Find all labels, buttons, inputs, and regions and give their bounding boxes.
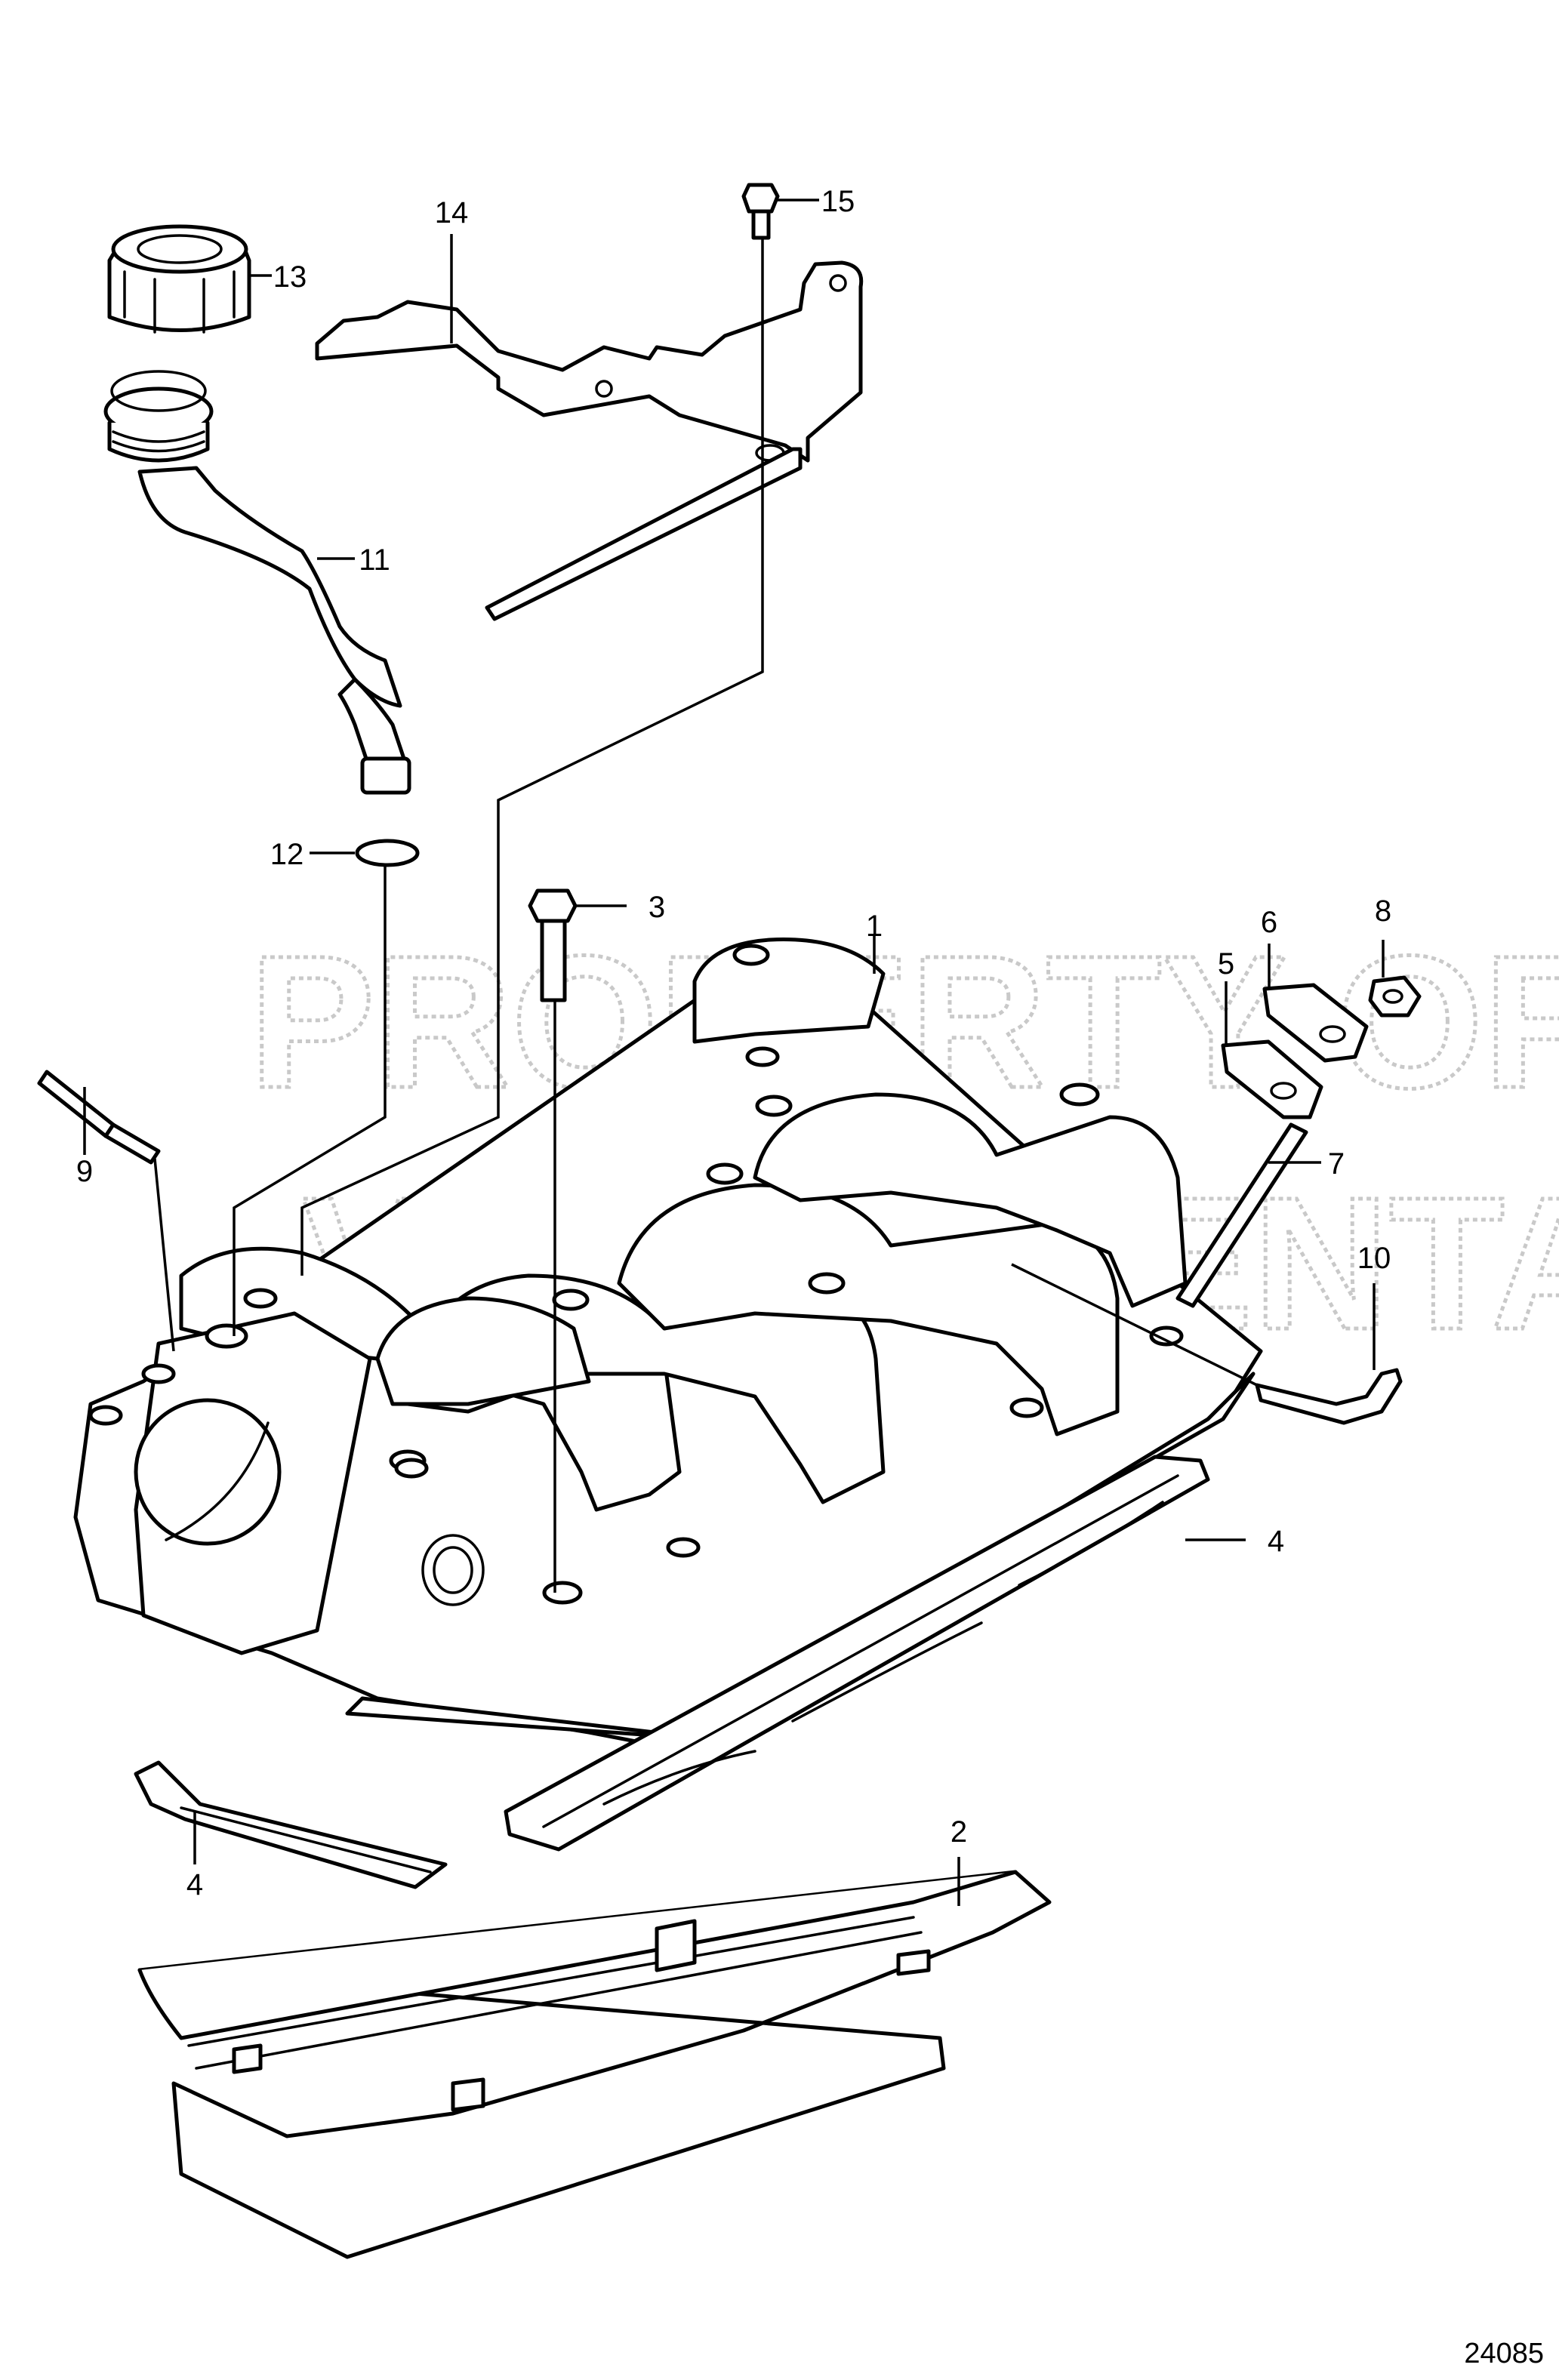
callout-15: 15 [821,185,855,218]
manifold-gasket [504,1455,1210,1852]
support-bracket [315,260,864,621]
callout-4b: 4 [186,1868,203,1901]
filler-neck-hose [103,370,411,795]
callout-2: 2 [950,1815,967,1849]
tube-axis-10 [1011,1263,1258,1387]
callout-12: 12 [270,838,304,871]
callout-10: 10 [1357,1242,1391,1275]
manifold-bosses [88,944,1184,1605]
stud [37,1070,161,1165]
callout-9: 9 [76,1155,93,1188]
heat-shield-tray [137,1870,1052,2259]
nut [1368,975,1422,1018]
callout-14: 14 [435,196,469,229]
callout-3: 3 [649,891,665,924]
bolt-axis-15 [300,238,764,1276]
callout-labels: 1 2 3 4 4 5 6 7 8 9 10 11 12 13 14 15 [76,185,1391,1901]
callout-13: 13 [273,260,307,294]
stud-axis-9 [153,1158,175,1352]
hose-axis [233,864,387,1336]
oil-filler-cap [107,224,251,334]
callout-11: 11 [359,543,390,577]
flange-stud [1175,1122,1308,1308]
flange-plate [1262,983,1369,1063]
callout-7: 7 [1328,1147,1345,1181]
leader-lines [83,199,1385,1906]
heat-shield-strip [134,1760,448,1889]
callout-1: 1 [866,910,883,943]
callout-5: 5 [1218,947,1234,981]
bracket-bolt [741,183,780,240]
vent-tube [1255,1368,1403,1425]
callout-4a: 4 [1268,1525,1284,1558]
figure-number: 24085 [1464,2338,1544,2369]
o-ring [355,839,420,867]
mounting-bolt [528,888,578,1002]
flange-gasket [1221,1039,1323,1119]
callout-8: 8 [1375,894,1391,928]
callout-6: 6 [1261,906,1277,939]
